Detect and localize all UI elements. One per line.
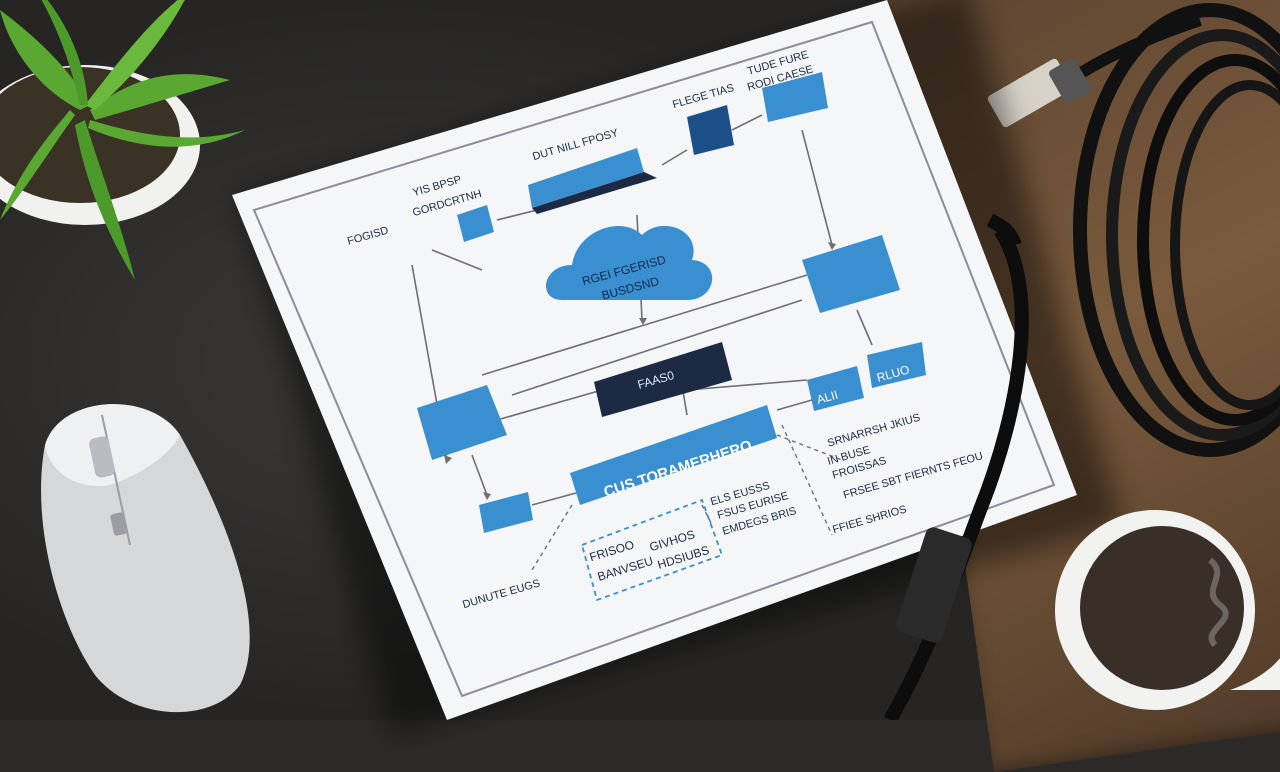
server-icon-right bbox=[802, 235, 900, 313]
device-icon-small-3 bbox=[687, 105, 734, 155]
ethernet-cable bbox=[883, 213, 1029, 720]
coffee-mug bbox=[1050, 480, 1280, 720]
cloud-icon bbox=[545, 225, 713, 300]
potted-plant bbox=[0, 0, 290, 290]
computer-mouse bbox=[20, 395, 270, 715]
device-icon-small-6 bbox=[867, 342, 926, 388]
device-icon-small-2 bbox=[762, 72, 828, 122]
switch-icon bbox=[594, 342, 732, 417]
right-label-1: ALII bbox=[815, 388, 839, 407]
ethernet-cable-coil bbox=[960, 0, 1280, 500]
server-icon-left bbox=[417, 385, 507, 460]
device-icon-small-5 bbox=[807, 366, 864, 411]
customer-bar bbox=[570, 405, 777, 505]
device-icon-small-4 bbox=[479, 492, 533, 533]
router-icon bbox=[528, 148, 644, 208]
device-icon-small-1 bbox=[457, 205, 494, 242]
network-diagram-paper: RGEI FGERISD BUSDSND FAAS0 CUS TORAMERHE… bbox=[232, 0, 1078, 720]
dashed-box bbox=[580, 498, 724, 602]
